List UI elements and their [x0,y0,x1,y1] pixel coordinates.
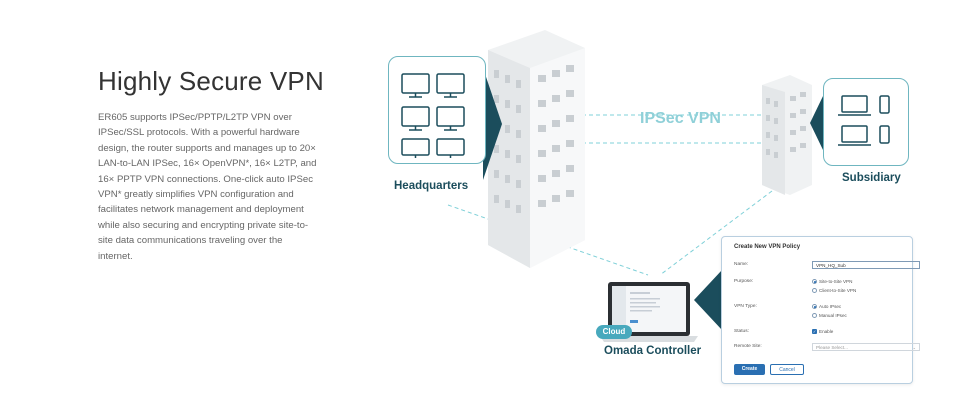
dialog-title: Create New VPN Policy [734,244,801,250]
enable-option: Enable [819,329,834,334]
auto-ipsec-radio[interactable] [812,304,817,309]
laptop-icon [600,282,698,342]
headquarters-building-icon [488,30,585,268]
subsidiary-devices-box [823,78,909,166]
name-label: Name: [734,262,749,267]
name-input[interactable]: VPN_HQ_Sub [812,261,920,269]
cloud-badge: Cloud [596,325,632,339]
headquarters-pointer [483,68,502,180]
site-to-site-option: Site-to-Site VPN [819,279,853,284]
desktop-computer-icon [401,73,465,158]
create-button[interactable]: Create [734,364,765,375]
ipsec-vpn-label: IPSec VPN [640,110,721,127]
subsidiary-pointer [810,94,824,152]
remote-site-label: Remote Site: [734,344,762,349]
status-label: Status: [734,329,749,334]
site-to-site-radio[interactable] [812,279,817,284]
client-to-site-radio[interactable] [812,288,817,293]
remote-site-placeholder: Please Select... [816,345,848,350]
cancel-button[interactable]: Cancel [770,364,804,375]
auto-ipsec-option: Auto IPsec [819,304,842,309]
client-to-site-option: Client-to-Site VPN [819,288,857,293]
section-description: ER605 supports IPSec/PPTP/L2TP VPN over … [98,112,317,262]
chevron-down-icon: ⌄ [912,345,916,350]
laptop-phone-icon [838,95,890,146]
manual-ipsec-radio[interactable] [812,313,817,318]
subsidiary-label: Subsidiary [842,172,901,184]
create-vpn-policy-dialog: Create New VPN Policy Name: VPN_HQ_Sub P… [721,236,920,384]
subsidiary-building-icon [762,75,812,195]
omada-controller-label: Omada Controller [604,345,702,357]
vpn-type-label: VPN Type: [734,304,757,309]
manual-ipsec-option: Manual IPsec [819,313,847,318]
remote-site-select[interactable]: Please Select... ⌄ [812,343,920,351]
dialog-pointer [694,270,722,330]
headquarters-devices-box [388,56,486,164]
purpose-label: Purpose: [734,279,754,284]
headquarters-label: Headquarters [394,180,469,192]
section-heading: Highly Secure VPN [98,66,324,96]
enable-checkbox[interactable]: ✓ [812,329,817,334]
